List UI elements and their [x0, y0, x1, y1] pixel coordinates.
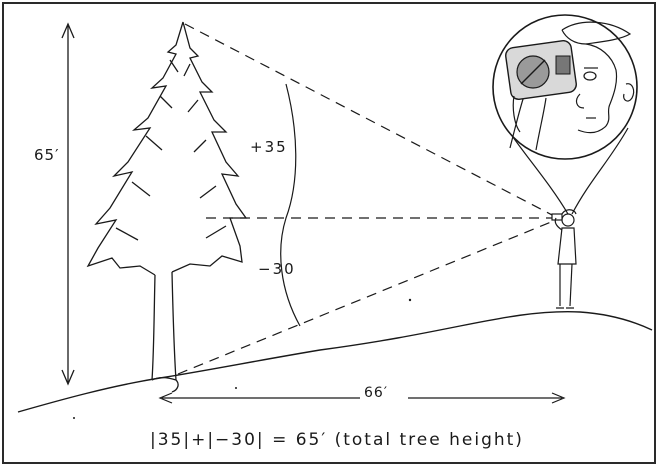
tree-height-label: 65′ [34, 146, 60, 164]
observer-figure [551, 209, 577, 309]
angle-down-label: −30 [258, 260, 296, 278]
angle-arc [280, 83, 301, 327]
sight-line-base [177, 219, 557, 375]
angle-up-label: +35 [250, 138, 288, 156]
sight-lines [177, 23, 557, 375]
tree [86, 21, 248, 393]
ground-line [17, 311, 653, 413]
distance-label: 66′ [364, 385, 388, 401]
formula-caption: |35|+|−30| = 65′ (total tree height) [150, 430, 524, 450]
height-arrow [61, 22, 75, 386]
tree-branch-strokes [115, 59, 227, 241]
tree-trunk [151, 271, 179, 393]
clinometer [505, 39, 577, 133]
sight-line-top [184, 23, 557, 218]
tree-crown [86, 21, 248, 276]
distance-arrow [158, 392, 566, 404]
